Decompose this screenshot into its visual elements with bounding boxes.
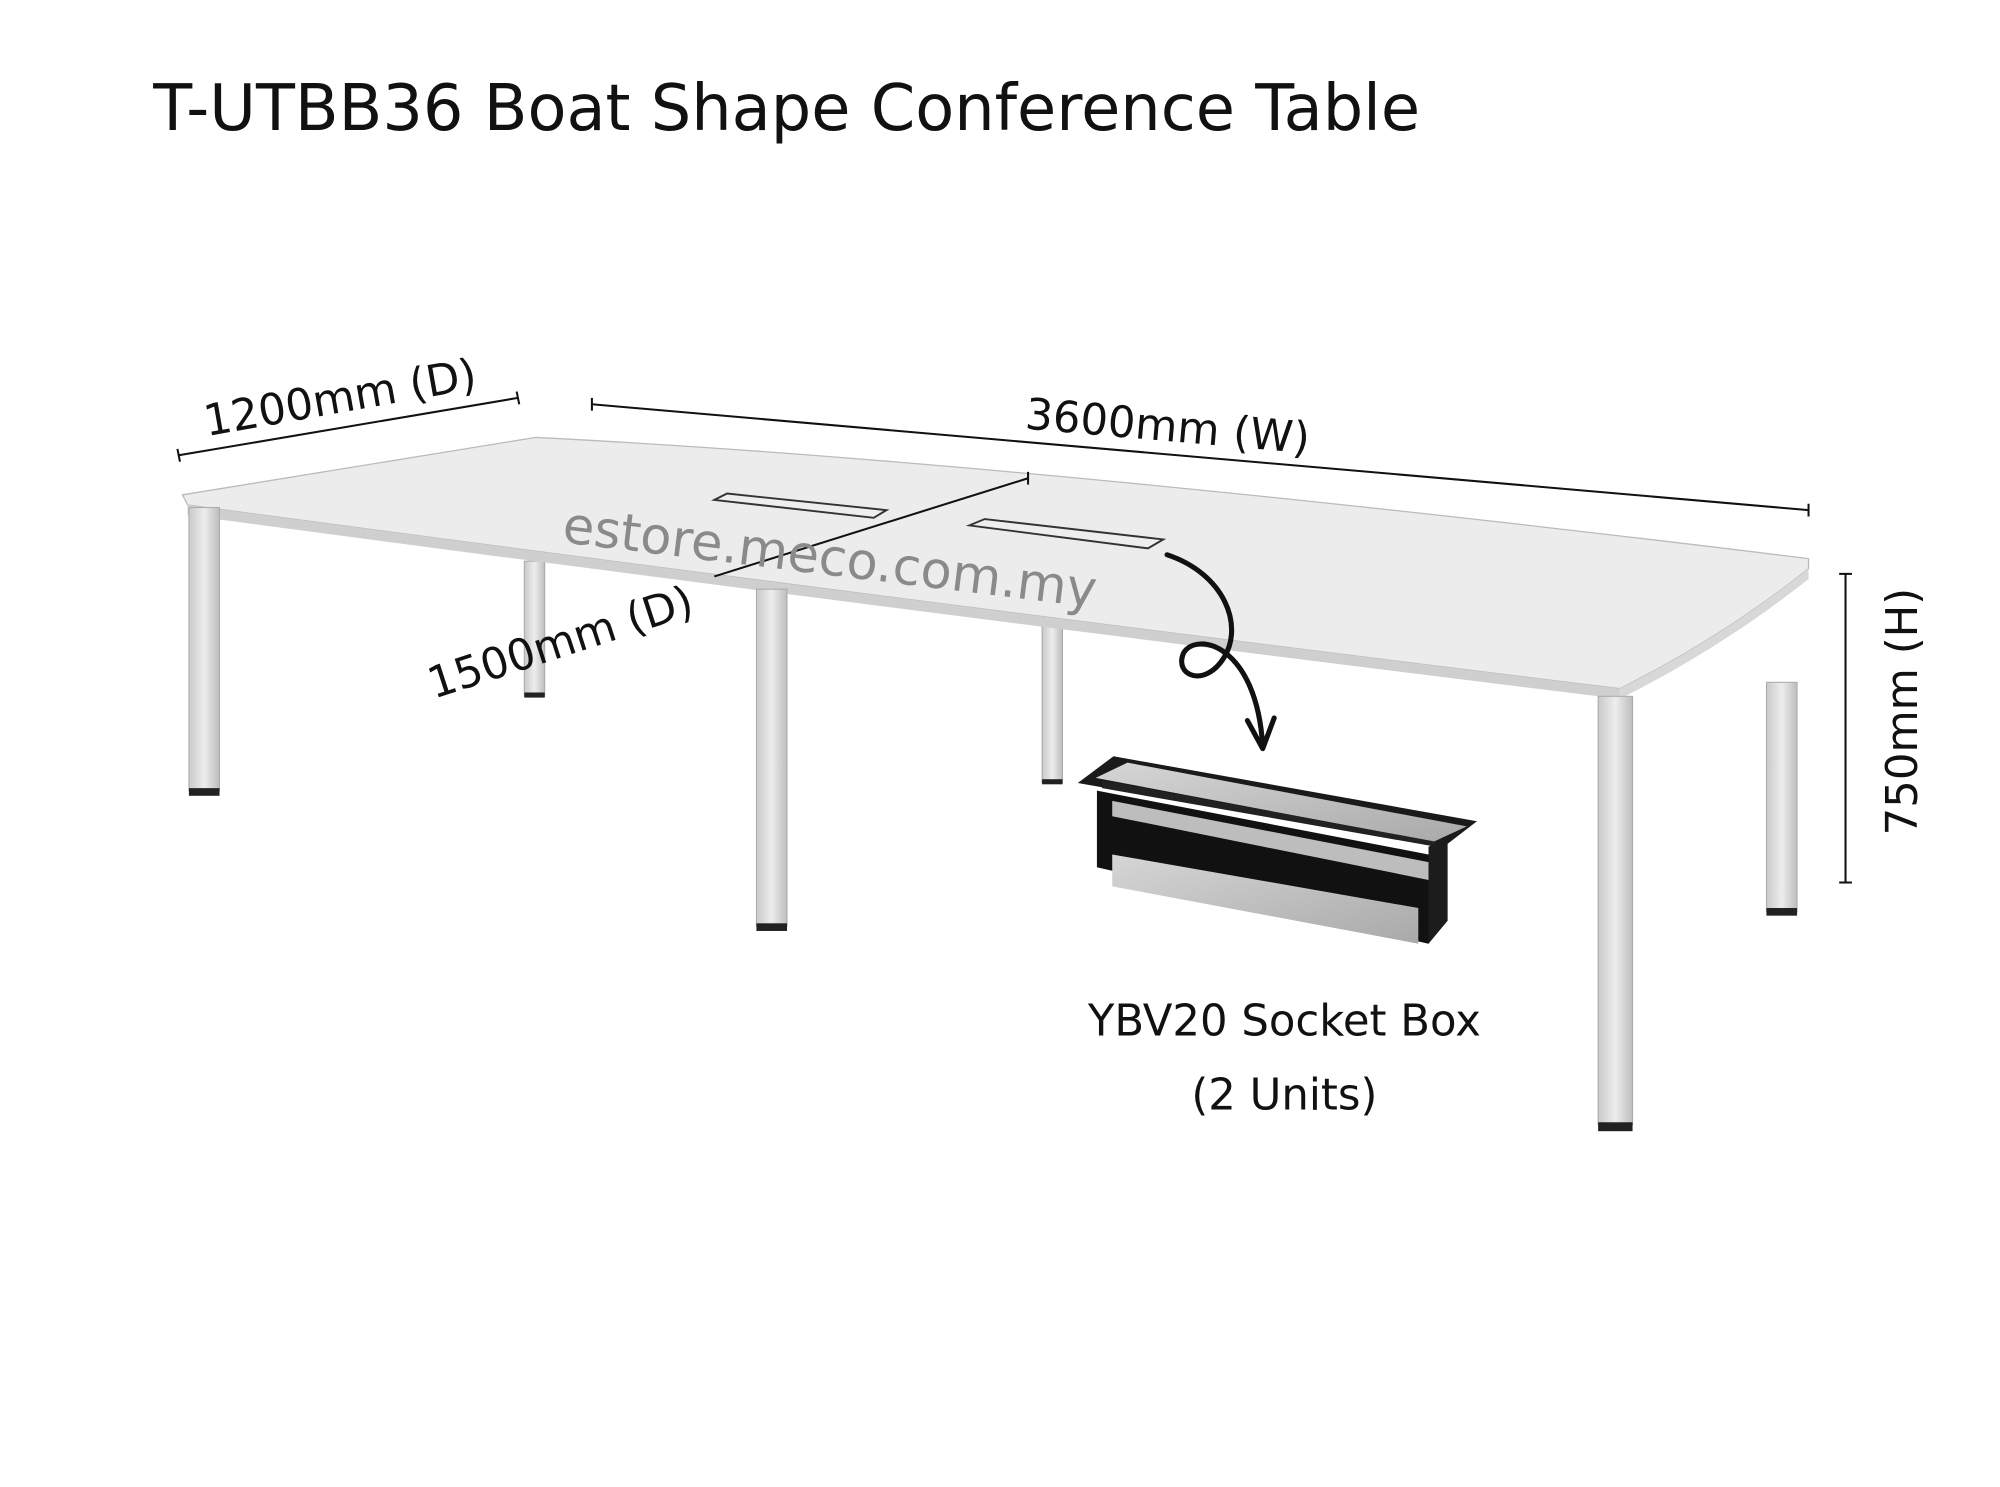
page-title: T-UTBB36 Boat Shape Conference Table bbox=[152, 72, 1420, 146]
depth-middle-label: 1500mm (D) bbox=[422, 577, 700, 710]
tabletop bbox=[181, 436, 1810, 699]
table-legs-front bbox=[188, 507, 1634, 1132]
accessory-quantity: (2 Units) bbox=[1191, 1071, 1377, 1121]
accessory-name: YBV20 Socket Box bbox=[1087, 997, 1481, 1047]
dimension-lines bbox=[176, 391, 1852, 884]
socket-slot bbox=[965, 518, 1167, 550]
curly-arrow-icon bbox=[1164, 552, 1266, 749]
depth-end-label: 1200mm (D) bbox=[200, 350, 480, 447]
socket-box-image bbox=[1077, 756, 1477, 944]
socket-slot bbox=[711, 492, 890, 519]
height-label: 750mm (H) bbox=[1878, 588, 1928, 835]
width-label: 3600mm (W) bbox=[1023, 390, 1312, 465]
table-legs bbox=[523, 560, 1798, 916]
